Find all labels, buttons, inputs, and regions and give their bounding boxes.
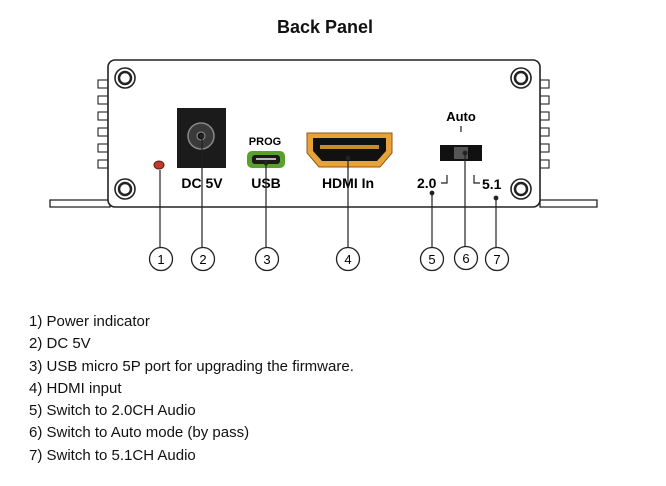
legend-item-usb: 3) USB micro 5P port for upgrading the f… bbox=[29, 357, 354, 375]
callout-7: 7 bbox=[484, 246, 510, 272]
legend-item-power-indicator: 1) Power indicator bbox=[29, 313, 150, 330]
svg-text:5: 5 bbox=[428, 252, 435, 267]
callout-6: 6 bbox=[453, 245, 479, 271]
svg-text:3: 3 bbox=[263, 252, 270, 267]
back-panel-diagram: DC 5V PROG USB HDMI In Auto 2.0 5.1 1 bbox=[49, 59, 598, 272]
svg-text:1: 1 bbox=[157, 252, 164, 267]
hdmi-port bbox=[306, 132, 393, 168]
callout-5: 5 bbox=[419, 246, 445, 272]
audio-mode-switch bbox=[440, 145, 482, 161]
legend-item-51ch: 7) Switch to 5.1CH Audio bbox=[29, 446, 196, 464]
callout-4: 4 bbox=[335, 246, 361, 272]
svg-text:2: 2 bbox=[199, 252, 206, 267]
callout-2: 2 bbox=[190, 246, 216, 272]
power-indicator-led bbox=[153, 160, 165, 170]
legend-item-dc: 2) DC 5V bbox=[29, 335, 91, 353]
legend-item-hdmi: 4) HDMI input bbox=[29, 379, 122, 397]
ch51-label: 5.1 bbox=[482, 176, 502, 192]
screw-bottom-left bbox=[114, 178, 136, 200]
legend-item-auto: 6) Switch to Auto mode (by pass) bbox=[29, 424, 250, 442]
svg-text:6: 6 bbox=[462, 251, 469, 266]
cooling-fins-left bbox=[97, 79, 109, 169]
svg-text:4: 4 bbox=[344, 252, 351, 267]
callout-leaders bbox=[159, 133, 499, 248]
auto-label: Auto bbox=[446, 109, 476, 124]
screw-top-left bbox=[114, 67, 136, 89]
screw-top-right bbox=[510, 67, 532, 89]
diagram-title: Back Panel bbox=[276, 17, 374, 37]
callout-3: 3 bbox=[254, 246, 280, 272]
ch20-label: 2.0 bbox=[417, 175, 437, 191]
usb-micro-port bbox=[247, 151, 285, 168]
legend-item-2ch: 5) Switch to 2.0CH Audio bbox=[29, 402, 196, 420]
svg-text:7: 7 bbox=[493, 252, 500, 267]
prog-label: PROG bbox=[249, 136, 281, 148]
legend-list: 1) Power indicator 2) DC 5V 3) USB micro… bbox=[29, 311, 354, 467]
ch51-tick bbox=[473, 175, 480, 184]
screw-bottom-right bbox=[510, 178, 532, 200]
callout-1: 1 bbox=[148, 246, 174, 272]
ch20-tick bbox=[441, 175, 448, 184]
mounting-flanges bbox=[49, 199, 598, 208]
